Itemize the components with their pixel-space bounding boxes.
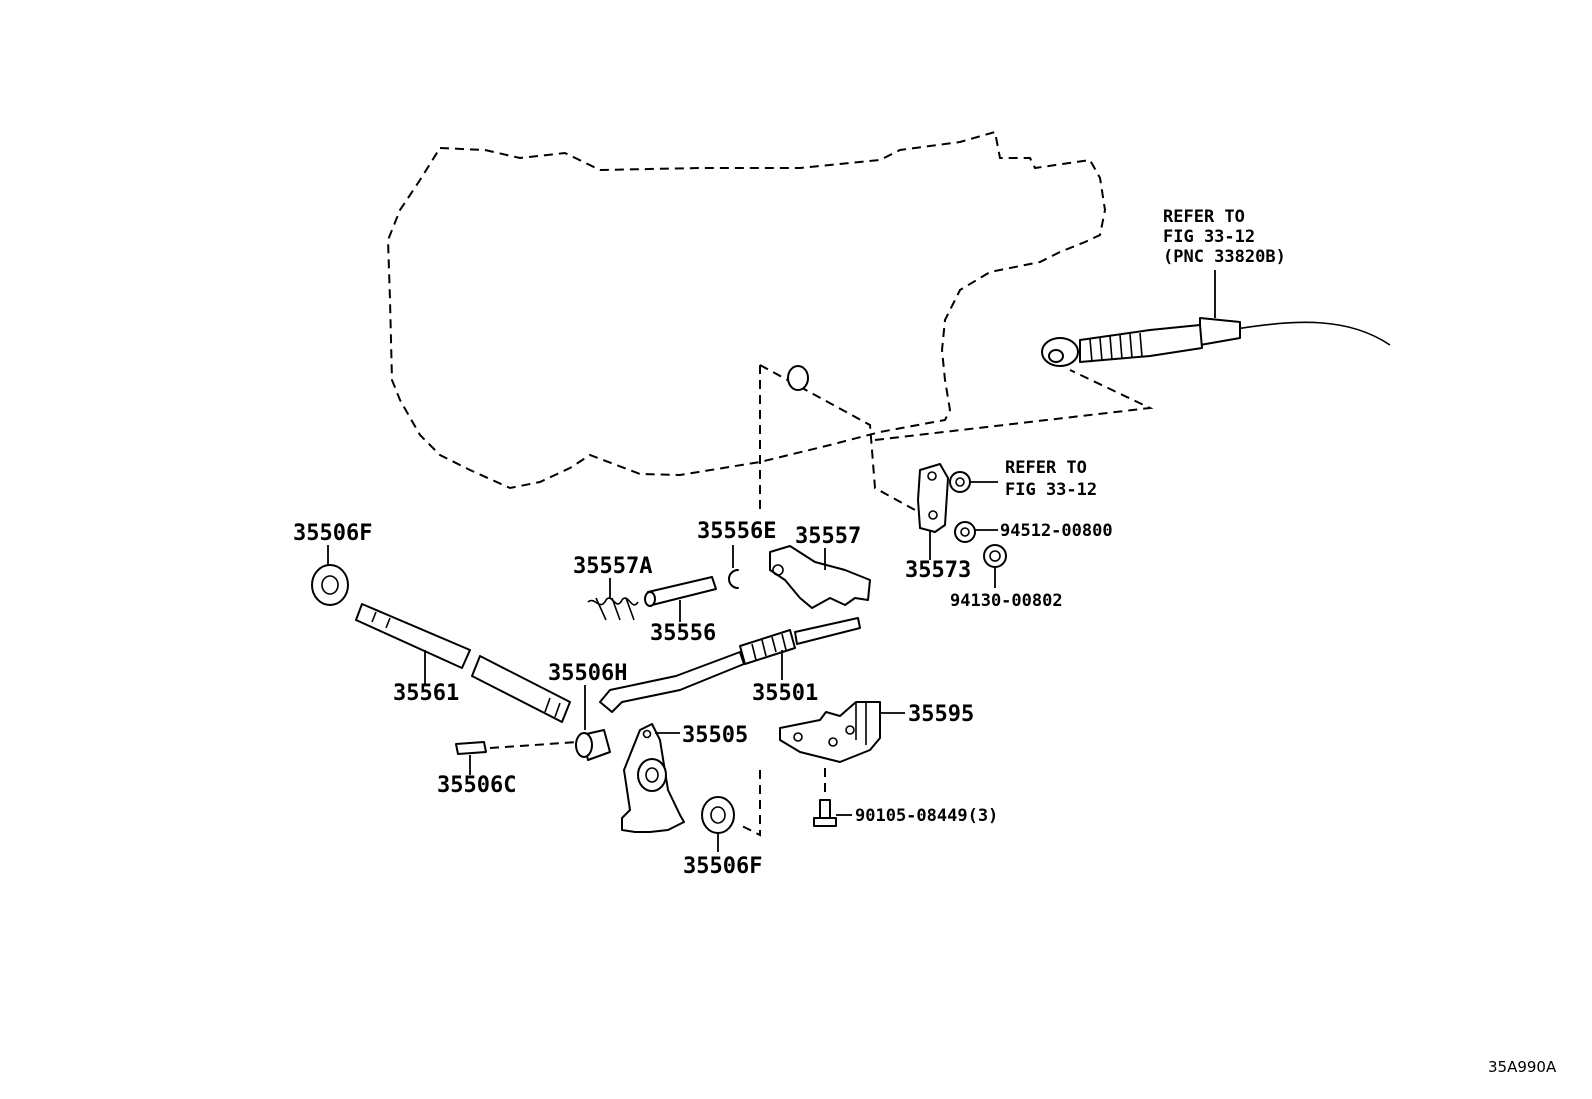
rod-35501 [599, 617, 861, 713]
label-35557: 35557 [795, 524, 861, 549]
label-35595: 35595 [908, 702, 974, 727]
e-ring-35556E [728, 569, 739, 589]
label-35561: 35561 [393, 681, 459, 706]
label-35506F-bottom: 35506F [683, 854, 762, 879]
cable-ref-line2: FIG 33-12 [1163, 227, 1255, 247]
housing-leader-a [759, 364, 916, 511]
diagram-code: 35A990A [1488, 1058, 1557, 1076]
bracket-35595 [779, 701, 881, 763]
label-35506C: 35506C [437, 773, 516, 798]
spring-35557A [587, 597, 639, 621]
nut-94130 [983, 544, 1007, 568]
label-90105: 90105-08449(3) [855, 806, 998, 826]
transmission-outline [386, 130, 1107, 490]
pin-35556 [644, 576, 717, 607]
label-35501: 35501 [752, 681, 818, 706]
housing-leader-b [874, 369, 1154, 441]
pin-35506C [455, 741, 487, 755]
bolt-90105 [813, 799, 837, 827]
oil-seal-35506F-bottom [701, 796, 735, 834]
oil-seal-35506F-top [311, 564, 349, 606]
label-94512: 94512-00800 [1000, 521, 1113, 541]
detent-lever-35557 [769, 545, 871, 609]
leader-35506C-dash [489, 741, 579, 749]
label-35557A: 35557A [573, 554, 652, 579]
label-35573: 35573 [905, 558, 971, 583]
label-35506H: 35506H [548, 661, 627, 686]
housing-port [787, 365, 809, 391]
cable-ref-line3: (PNC 33820B) [1163, 247, 1286, 267]
washer-94512 [954, 521, 976, 543]
manual-lever-35505 [621, 723, 685, 833]
housing-leader-c [739, 770, 761, 837]
lever-35573 [917, 463, 949, 533]
label-94130: 94130-00802 [950, 591, 1063, 611]
bushing-35506H [575, 729, 611, 761]
shift-cable [1041, 317, 1391, 367]
nut-refer [949, 471, 971, 493]
label-35505: 35505 [682, 723, 748, 748]
cable-ref-line1: REFER TO [1163, 207, 1245, 227]
label-35556E: 35556E [697, 519, 776, 544]
shaft-35561 [355, 603, 571, 723]
label-35506F-top: 35506F [293, 521, 372, 546]
nut-ref-line2: FIG 33-12 [1005, 480, 1097, 500]
label-35556: 35556 [650, 621, 716, 646]
nut-ref-line1: REFER TO [1005, 458, 1087, 478]
